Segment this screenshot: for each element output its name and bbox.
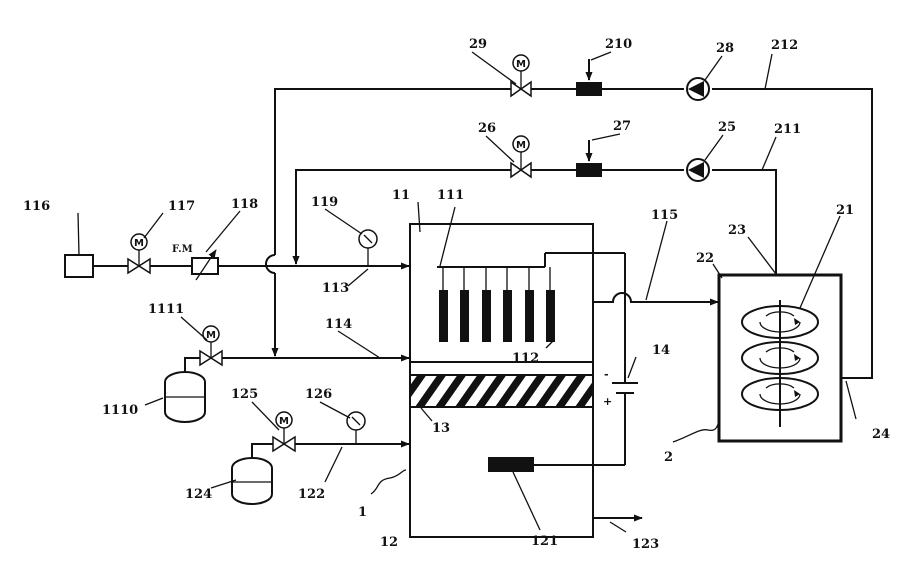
label-14: 14 (652, 343, 670, 358)
label-117: 117 (168, 199, 195, 214)
tank-1110 (165, 372, 205, 422)
label-24: 24 (872, 427, 890, 442)
flowmeter-118: F.M (172, 244, 218, 280)
motor-letter: M (516, 59, 526, 70)
electrode-plate (546, 290, 555, 342)
label-124: 124 (185, 487, 212, 502)
electrode-plate (525, 290, 534, 342)
label-210: 210 (605, 37, 632, 52)
label-22: 22 (696, 251, 714, 266)
label-21: 21 (836, 203, 854, 218)
feed-line-114: M (165, 326, 409, 422)
label-126: 126 (305, 387, 332, 402)
motor-letter: M (206, 330, 216, 341)
electrode-array (437, 253, 625, 342)
label-13: 13 (432, 421, 450, 436)
source-116 (65, 255, 93, 277)
membrane-13 (410, 375, 593, 407)
motor-valve-1111: M (200, 326, 222, 365)
sensor-27 (576, 163, 602, 177)
label-211: 211 (774, 122, 801, 137)
label-12: 12 (380, 535, 398, 550)
label-23: 23 (728, 223, 746, 238)
motor-letter: M (134, 238, 144, 249)
flowmeter-label: F.M (172, 244, 193, 255)
label-212: 212 (771, 38, 798, 53)
callout-labels: 116 117 118 119 113 114 1111 1110 125 12… (23, 37, 890, 552)
electrolytic-cell (410, 224, 593, 537)
electrode-plate (482, 290, 491, 342)
electrode-plate (460, 290, 469, 342)
label-118: 118 (231, 197, 258, 212)
label-115: 115 (651, 208, 678, 223)
motor-letter: M (516, 140, 526, 151)
label-28: 28 (716, 41, 734, 56)
label-123: 123 (632, 537, 659, 552)
label-1110: 1110 (102, 403, 138, 418)
label-1111: 1111 (148, 302, 184, 317)
motor-letter: M (279, 416, 289, 427)
label-121: 121 (531, 534, 558, 549)
plus-sign: + (603, 395, 612, 408)
motor-valve-125: M (273, 412, 295, 451)
minus-sign: - (604, 368, 609, 381)
motor-valve-26: M (511, 136, 531, 177)
motor-valve-117: M (128, 234, 150, 273)
label-113: 113 (322, 281, 349, 296)
label-29: 29 (469, 37, 487, 52)
label-122: 122 (298, 487, 325, 502)
cathode-121 (488, 457, 534, 472)
label-112: 112 (512, 351, 539, 366)
tank-124 (232, 458, 272, 504)
label-114: 114 (325, 317, 352, 332)
label-25: 25 (718, 120, 736, 135)
label-27: 27 (613, 119, 631, 134)
inlet-line-113: M F.M (65, 230, 409, 280)
label-26: 26 (478, 121, 496, 136)
mixer-tank (719, 275, 841, 441)
label-2: 2 (664, 450, 673, 465)
label-11: 11 (392, 188, 410, 203)
motor-valve-29: M (511, 55, 531, 96)
electrode-plate (503, 290, 512, 342)
sensor-210 (576, 82, 602, 96)
label-125: 125 (231, 387, 258, 402)
label-116: 116 (23, 199, 50, 214)
label-1: 1 (358, 505, 367, 520)
electrode-plate (439, 290, 448, 342)
recycle-line-212: M (266, 55, 872, 378)
label-119: 119 (311, 195, 338, 210)
label-111: 111 (437, 188, 464, 203)
